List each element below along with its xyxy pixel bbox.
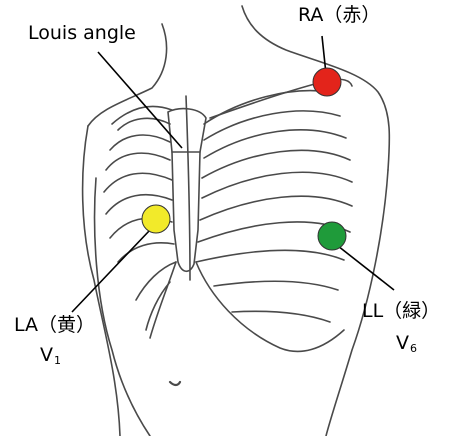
ll-electrode[interactable] [318,222,346,250]
rib-r8 [196,250,344,262]
la-lead-letter: V [40,344,53,366]
navel [170,382,180,385]
costal-margin-left [150,262,176,338]
ll-label: LL（緑） [362,302,440,321]
la-lead-subscript: 1 [54,354,61,367]
rib-r1 [204,91,330,124]
rib-l7 [118,243,174,262]
ll-lead-subscript: 6 [410,342,417,355]
la-leader [72,230,150,312]
louis-angle-label: Louis angle [28,24,136,43]
ra-label: RA（赤） [298,6,380,25]
la-electrode[interactable] [142,205,170,233]
la-label: LA（黄） [14,316,95,335]
ra-electrode[interactable] [313,68,341,96]
rib-l3 [106,153,170,170]
rib-l2 [110,135,170,150]
rib-r6 [200,196,352,220]
costal-margin-right [196,262,344,351]
rib-r9 [214,281,338,290]
spine [186,96,190,280]
ll-lead-label: V6 [396,334,417,354]
rib-r5 [202,172,352,198]
louis-angle-leader [98,52,182,148]
rib-r10 [232,311,330,322]
la-lead-label: V1 [40,346,61,366]
ll-lead-letter: V [396,332,409,354]
rib-l4 [104,173,172,192]
rib-r2 [204,111,340,140]
ll-leader [338,246,394,290]
rib-r3 [204,130,346,158]
